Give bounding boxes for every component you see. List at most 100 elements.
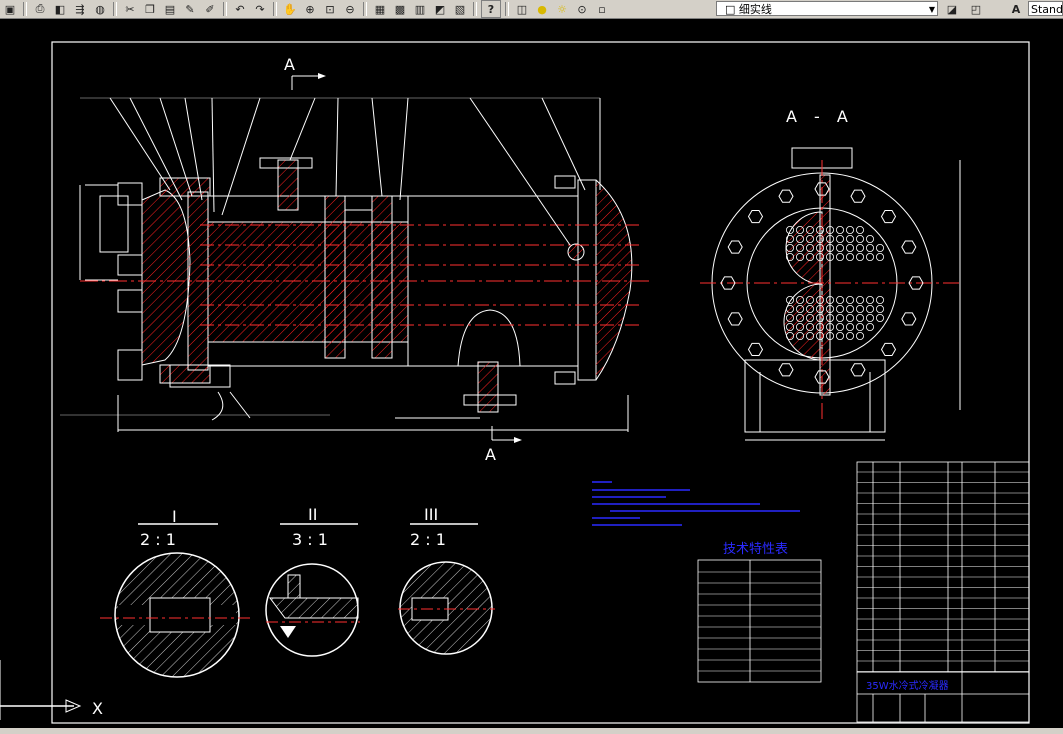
tube-hole bbox=[856, 243, 865, 252]
tube-hole bbox=[816, 295, 825, 304]
tube-hole bbox=[826, 234, 835, 243]
tool-palettes-icon[interactable]: ▥ bbox=[414, 2, 426, 16]
zoom-realtime-icon[interactable]: ⊕ bbox=[305, 2, 315, 16]
block-editor-icon[interactable]: ✐ bbox=[205, 2, 215, 16]
tube-hole bbox=[796, 313, 805, 322]
svg-text:I: I bbox=[172, 507, 177, 526]
tube-hole bbox=[846, 313, 855, 322]
layer-lock-icon[interactable]: ⊙ bbox=[577, 2, 587, 16]
tube-hole bbox=[816, 243, 825, 252]
layer-freeze-icon[interactable]: ☼ bbox=[557, 2, 567, 16]
parts-list-rows bbox=[857, 471, 1029, 672]
toolbar-separator bbox=[505, 2, 509, 16]
tube-hole bbox=[786, 295, 795, 304]
svg-text:A: A bbox=[485, 445, 496, 464]
flange-bolt-holes bbox=[720, 182, 924, 384]
tube-hole bbox=[826, 313, 835, 322]
text-style-dropdown[interactable]: Stand bbox=[1028, 1, 1063, 16]
bolt-hole bbox=[850, 363, 866, 377]
section-a-a-view bbox=[700, 147, 961, 441]
tube-hole bbox=[816, 252, 825, 261]
tech-spec-rows bbox=[698, 571, 821, 672]
bolt-hole bbox=[747, 342, 764, 356]
tube-hole bbox=[856, 322, 865, 331]
detail-view-ii: II 3 : 1 bbox=[265, 505, 360, 657]
print-icon[interactable]: ⎙ bbox=[35, 2, 45, 15]
tube-hole bbox=[826, 331, 835, 340]
tube-hole bbox=[816, 331, 825, 340]
zoom-window-icon[interactable]: ⊡ bbox=[325, 2, 335, 16]
tube-hole bbox=[806, 234, 815, 243]
publish-icon[interactable]: ⇶ bbox=[75, 2, 85, 16]
make-current-icon[interactable]: ◪ bbox=[946, 2, 958, 16]
detail-view-i: I 2 : 1 bbox=[100, 507, 250, 678]
layer-on-icon[interactable]: ● bbox=[537, 2, 547, 16]
drawing-canvas[interactable]: A A bbox=[0, 19, 1063, 728]
tube-hole bbox=[846, 295, 855, 304]
match-properties-icon[interactable]: ✎ bbox=[185, 2, 195, 16]
undo-icon[interactable]: ↶ bbox=[235, 2, 245, 16]
calculator-icon[interactable]: ▧ bbox=[454, 2, 466, 16]
status-bar bbox=[0, 728, 1063, 734]
tube-hole bbox=[856, 295, 865, 304]
tube-hole bbox=[836, 243, 845, 252]
tube-hole bbox=[796, 225, 805, 234]
tube-hole bbox=[786, 252, 795, 261]
tube-hole bbox=[836, 252, 845, 261]
layer-color-icon[interactable]: ▫ bbox=[598, 2, 606, 16]
tube-sheet-holes bbox=[786, 225, 885, 340]
tube-hole bbox=[836, 331, 845, 340]
help-icon[interactable]: ? bbox=[481, 0, 501, 18]
tube-hole bbox=[846, 252, 855, 261]
markup-icon[interactable]: ◩ bbox=[434, 2, 446, 16]
copy-icon[interactable]: ❐ bbox=[145, 2, 155, 16]
svg-text:2 : 1: 2 : 1 bbox=[410, 530, 446, 549]
tube-hole bbox=[826, 243, 835, 252]
bolt-hole bbox=[880, 342, 897, 356]
toolbar-separator bbox=[113, 2, 117, 16]
tube-hole bbox=[826, 225, 835, 234]
layer-previous-icon[interactable]: ◰ bbox=[970, 2, 982, 16]
section-mark-top: A bbox=[284, 55, 326, 90]
globe-icon[interactable]: ◍ bbox=[95, 2, 105, 16]
paste-icon[interactable]: ▤ bbox=[164, 2, 176, 16]
tube-hole bbox=[836, 322, 845, 331]
tech-spec-table bbox=[697, 559, 822, 683]
bolt-hole bbox=[901, 240, 917, 254]
svg-text:II: II bbox=[308, 505, 317, 524]
tube-hole bbox=[786, 225, 795, 234]
tube-hole bbox=[796, 295, 805, 304]
tube-hole bbox=[856, 313, 865, 322]
tube-hole bbox=[806, 225, 815, 234]
layer-dropdown[interactable]: □ 细实线 ▼ bbox=[716, 1, 938, 16]
layer-manager-icon[interactable]: ◫ bbox=[516, 2, 528, 16]
redo-icon[interactable]: ↷ bbox=[255, 2, 265, 16]
tube-hole bbox=[796, 322, 805, 331]
bolt-hole bbox=[901, 312, 917, 326]
layer-dropdown-value: □ 细实线 bbox=[725, 3, 772, 16]
cut-icon[interactable]: ✂ bbox=[125, 2, 135, 16]
tube-hole bbox=[796, 234, 805, 243]
tube-hole bbox=[876, 295, 885, 304]
tube-hole bbox=[806, 304, 815, 313]
zoom-previous-icon[interactable]: ⊖ bbox=[345, 2, 355, 16]
tube-hole bbox=[786, 243, 795, 252]
plot-preview-icon[interactable]: ◧ bbox=[54, 2, 66, 16]
title-block bbox=[856, 671, 1030, 723]
design-center-icon[interactable]: ▩ bbox=[394, 2, 406, 16]
properties-icon[interactable]: ▦ bbox=[374, 2, 386, 16]
tube-hole bbox=[856, 225, 865, 234]
tube-hole bbox=[866, 295, 875, 304]
tube-hole bbox=[816, 304, 825, 313]
bolt-hole bbox=[880, 210, 897, 224]
text-style-value: Stand bbox=[1031, 3, 1063, 16]
bolt-hole bbox=[778, 363, 794, 377]
section-mark-bottom: A bbox=[485, 426, 522, 464]
save-icon[interactable]: ▣ bbox=[4, 2, 16, 16]
ucs-icon: X bbox=[0, 660, 103, 720]
pan-icon[interactable]: ✋ bbox=[283, 2, 297, 16]
text-style-icon[interactable]: A bbox=[1011, 2, 1021, 16]
tube-hole bbox=[806, 331, 815, 340]
tube-hole bbox=[826, 322, 835, 331]
chevron-down-icon[interactable]: ▼ bbox=[928, 5, 935, 14]
